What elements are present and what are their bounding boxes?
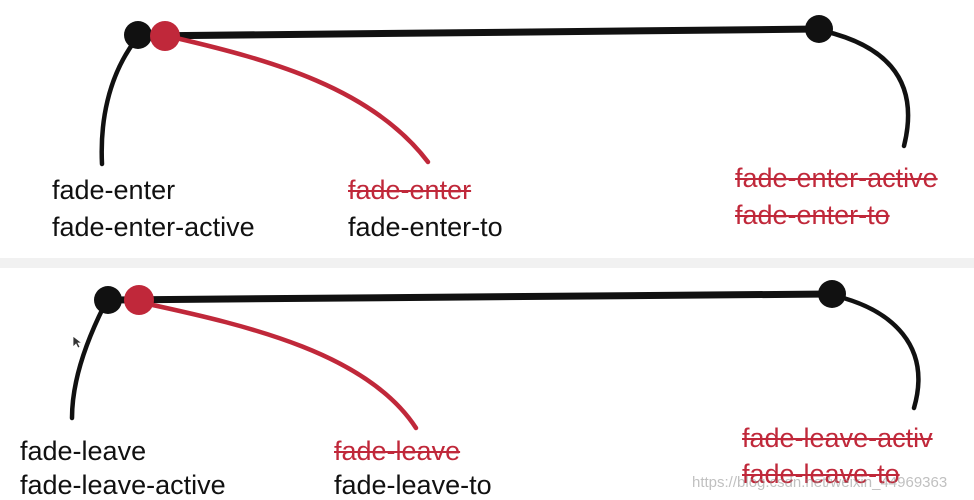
panel-divider <box>0 258 974 268</box>
label-fade-leave-to: fade-leave-to <box>334 470 492 500</box>
enter-end-dot <box>805 15 833 43</box>
cursor-icon <box>72 335 82 349</box>
leave-end-curve <box>833 293 921 411</box>
label-fade-enter-active: fade-enter-active <box>52 212 255 242</box>
leave-transition-panel <box>0 268 974 498</box>
leave-active-dot <box>124 285 154 315</box>
enter-start-curve <box>99 39 137 167</box>
enter-start-dot <box>124 21 152 49</box>
leave-timeline-line <box>106 290 834 304</box>
leave-start-dot <box>94 286 122 314</box>
label-fade-enter-to: fade-enter-to <box>348 212 503 242</box>
leave-timeline-diagram <box>69 280 921 431</box>
label-fade-leave: fade-leave <box>20 436 147 466</box>
watermark: https://blog.csdn.net/weixin_44969363 <box>692 474 948 491</box>
label-fade-enter-active-removed: fade-enter-active <box>735 163 938 193</box>
enter-timeline-diagram <box>99 15 911 167</box>
enter-timeline-line <box>136 25 822 40</box>
label-fade-leave-active: fade-leave-active <box>20 470 226 500</box>
enter-active-curve <box>173 35 431 165</box>
label-fade-enter-removed: fade-enter <box>348 175 472 205</box>
label-fade-enter: fade-enter <box>52 175 176 205</box>
label-fade-enter-to-removed: fade-enter-to <box>735 200 890 230</box>
leave-active-curve <box>145 301 419 431</box>
leave-start-curve <box>69 303 107 421</box>
enter-transition-panel: fade-enter fade-enter-active fade-enter … <box>52 15 938 242</box>
enter-active-dot <box>150 21 180 51</box>
leave-end-dot <box>818 280 846 308</box>
enter-end-curve <box>821 28 911 149</box>
label-fade-leave-removed: fade-leave <box>334 436 461 466</box>
label-fade-leave-active-removed: fade-leave-activ <box>742 423 933 453</box>
label-fade-leave-to-removed: fade-leave-to <box>742 459 900 489</box>
